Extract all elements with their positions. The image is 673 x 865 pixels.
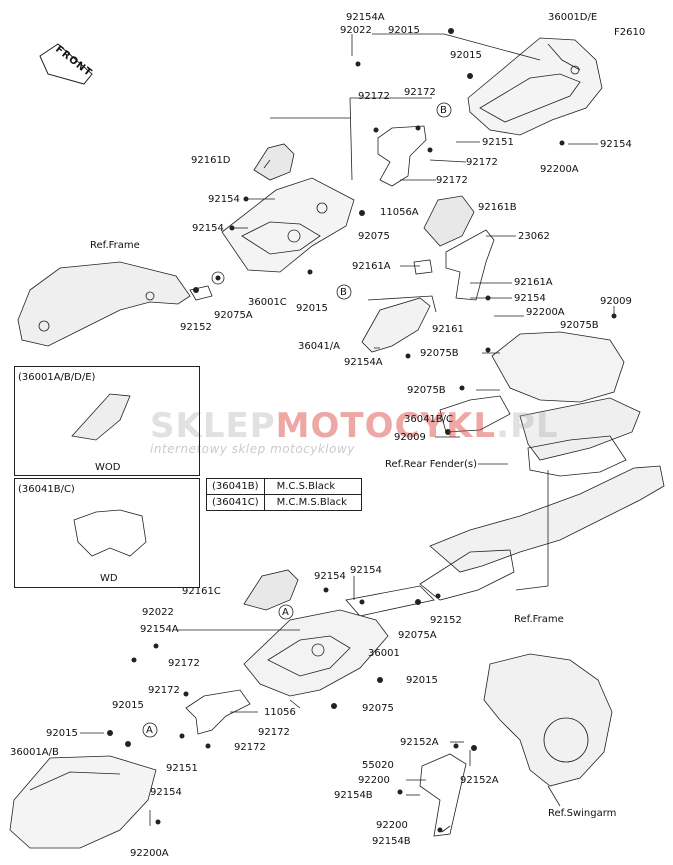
color-table-row: (36041B) M.C.S.Black: [206, 478, 362, 495]
color-table-row: (36041C) M.C.M.S.Black: [206, 494, 362, 511]
callout-11056A: 11056A: [380, 207, 419, 218]
callout-92161A: 92161A: [514, 277, 553, 288]
callout-36001: 36001: [368, 648, 400, 659]
callout-92075B: 92075B: [407, 385, 446, 396]
callout-92015: 92015: [112, 700, 144, 711]
callout-92075: 92075: [362, 703, 394, 714]
callout-92172: 92172: [258, 727, 290, 738]
callout-92172: 92172: [436, 175, 468, 186]
color-table-color: M.C.S.Black: [263, 478, 362, 495]
callout-92172: 92172: [466, 157, 498, 168]
callout-92200A: 92200A: [540, 164, 579, 175]
callout-92200: 92200: [376, 820, 408, 831]
watermark-brand-c: .PL: [496, 406, 559, 446]
color-table: (36041B) M.C.S.Black (36041C) M.C.M.S.Bl…: [206, 478, 362, 511]
callout-92152: 92152: [430, 615, 462, 626]
callout-92161A: 92161A: [352, 261, 391, 272]
callout-92075A: 92075A: [214, 310, 253, 321]
callout-92154A: 92154A: [346, 12, 385, 23]
callout-92152A: 92152A: [400, 737, 439, 748]
callout-92154: 92154: [514, 293, 546, 304]
callout-11056: 11056: [264, 707, 296, 718]
callout-92022: 92022: [340, 25, 372, 36]
callout-92151: 92151: [482, 137, 514, 148]
callout-92200: 92200: [358, 775, 390, 786]
callout-92154B: 92154B: [372, 836, 411, 847]
inset-wod-caption: WOD: [95, 462, 121, 473]
callout-92172: 92172: [148, 685, 180, 696]
callout-92161B: 92161B: [478, 202, 517, 213]
callout-55020: 55020: [362, 760, 394, 771]
callout-92015: 92015: [296, 303, 328, 314]
inset-wod-title: (36001A/B/D/E): [18, 372, 96, 383]
callout-92161C: 92161C: [182, 586, 221, 597]
callout-36001C: 36001C: [248, 297, 287, 308]
callout-92172: 92172: [234, 742, 266, 753]
ref-rear-fender-label: Ref.Rear Fender(s): [385, 459, 478, 470]
callout-92075B: 92075B: [420, 348, 459, 359]
callout-92075: 92075: [358, 231, 390, 242]
callout-92075B: 92075B: [560, 320, 599, 331]
callout-circle-A: A: [282, 607, 289, 618]
ref-frame-top-label: Ref.Frame: [90, 240, 140, 251]
callout-92075A: 92075A: [398, 630, 437, 641]
callout-92154A: 92154A: [344, 357, 383, 368]
callout-92015: 92015: [406, 675, 438, 686]
callout-92009: 92009: [394, 432, 426, 443]
callout-92172: 92172: [358, 91, 390, 102]
callout-36041A: 36041/A: [298, 341, 341, 352]
callout-92015: 92015: [46, 728, 78, 739]
ref-frame-bottom-label: Ref.Frame: [514, 614, 564, 625]
inset-wd-box: [14, 478, 200, 588]
callout-circle-B: B: [340, 287, 347, 298]
callout-92161D: 92161D: [191, 155, 231, 166]
callout-92200A: 92200A: [130, 848, 169, 859]
callout-92172: 92172: [404, 87, 436, 98]
watermark-logo: SKLEPMOTOCYKL.PL: [150, 406, 559, 446]
callout-92022: 92022: [142, 607, 174, 618]
callout-92015: 92015: [388, 25, 420, 36]
ref-swingarm-label: Ref.Swingarm: [548, 808, 617, 819]
inset-wd-title: (36041B/C): [18, 484, 75, 495]
callout-36041BC: 36041B/C: [404, 414, 454, 425]
callout-92172: 92172: [168, 658, 200, 669]
callout-circle-A: A: [146, 725, 153, 736]
callout-92009: 92009: [600, 296, 632, 307]
watermark-brand-b: MOTOCYKL: [275, 406, 497, 446]
callout-92161: 92161: [432, 324, 464, 335]
callout-92154: 92154: [314, 571, 346, 582]
callout-circle-B: B: [440, 105, 447, 116]
callout-92200A: 92200A: [526, 307, 565, 318]
callout-92015: 92015: [450, 50, 482, 61]
callout-92154: 92154: [150, 787, 182, 798]
callout-92154: 92154: [208, 194, 240, 205]
watermark-tagline: internetowy sklep motocyklowy: [150, 442, 355, 456]
callout-92154A: 92154A: [140, 624, 179, 635]
inset-wd-caption: WD: [100, 573, 118, 584]
callout-92154: 92154: [192, 223, 224, 234]
color-table-part: (36041B): [206, 478, 265, 495]
color-table-color: M.C.M.S.Black: [263, 494, 362, 511]
front-arrow-shape: [39, 43, 93, 85]
callout-92151: 92151: [166, 763, 198, 774]
callout-92154: 92154: [350, 565, 382, 576]
color-table-part: (36041C): [206, 494, 265, 511]
inset-wod-box: [14, 366, 200, 476]
watermark-brand-a: SKLEP: [150, 406, 276, 446]
callout-23062: 23062: [518, 231, 550, 242]
diagram-code: F2610: [614, 27, 646, 38]
callout-92154: 92154: [600, 139, 632, 150]
callout-92152A: 92152A: [460, 775, 499, 786]
callout-92154B: 92154B: [334, 790, 373, 801]
callout-92152: 92152: [180, 322, 212, 333]
callout-36001DE: 36001D/E: [548, 12, 598, 23]
callout-36001AB: 36001A/B: [10, 747, 59, 758]
